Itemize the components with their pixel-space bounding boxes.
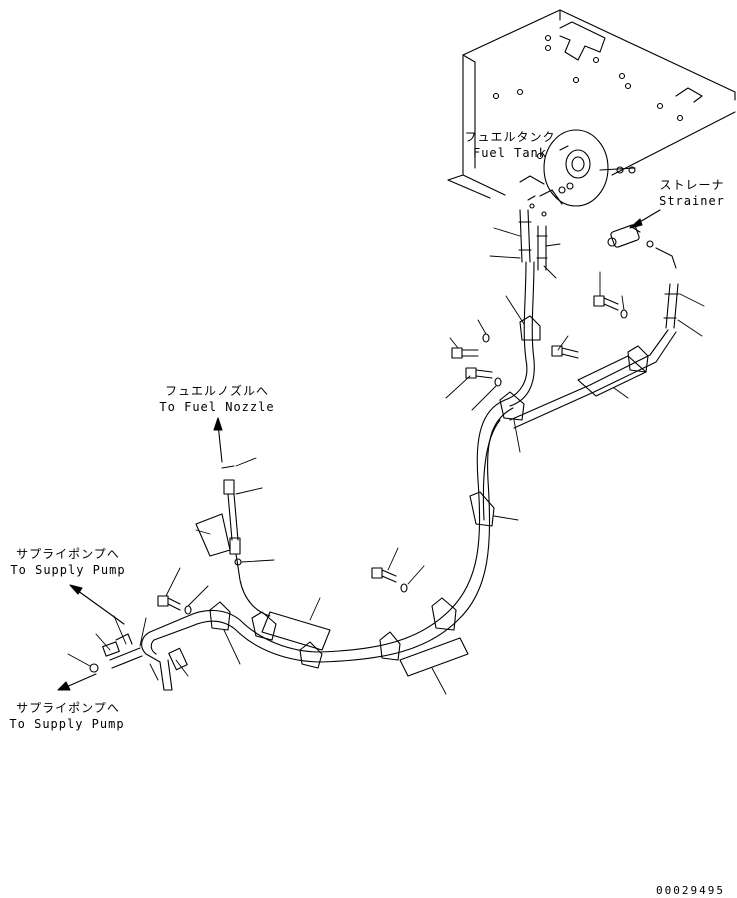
- supply-pump-fittings: [89, 633, 188, 691]
- strainer-label-en: Strainer: [659, 194, 725, 208]
- tank-hoses: [518, 209, 680, 329]
- fuel-nozzle-line: [195, 465, 271, 617]
- supply-pump-lower-arrow: [63, 673, 97, 689]
- drawing-number: 00029495: [656, 884, 725, 897]
- fuel-nozzle-arrowhead: [213, 417, 223, 431]
- leader-lines: [67, 227, 705, 695]
- supply-pump-lower-label-jp: サプライポンプへ: [16, 701, 120, 715]
- clamps: [209, 315, 649, 677]
- strainer-arrowhead: [629, 218, 643, 229]
- supply-pump-upper-label-jp: サプライポンプへ: [16, 547, 120, 561]
- bolts: [157, 295, 628, 615]
- fuel-nozzle-label-jp: フュエルノズルへ: [164, 384, 269, 398]
- supply-pump-upper-arrowhead: [69, 584, 83, 595]
- main-pipe: [109, 261, 677, 691]
- strainer-label-jp: ストレーナ: [659, 178, 725, 192]
- supply-pump-upper-arrow: [73, 587, 125, 625]
- fuel-tank-label-en: Fuel Tank: [472, 146, 548, 160]
- strainer: [607, 224, 677, 269]
- fuel-nozzle-label-en: To Fuel Nozzle: [159, 400, 275, 414]
- supply-pump-upper-label-en: To Supply Pump: [10, 563, 126, 577]
- fuel-tank: [447, 9, 736, 217]
- supply-pump-lower-arrowhead: [57, 681, 71, 691]
- supply-pump-lower-label-en: To Supply Pump: [9, 717, 125, 731]
- fuel-tank-label-jp: フュエルタンク: [464, 130, 556, 144]
